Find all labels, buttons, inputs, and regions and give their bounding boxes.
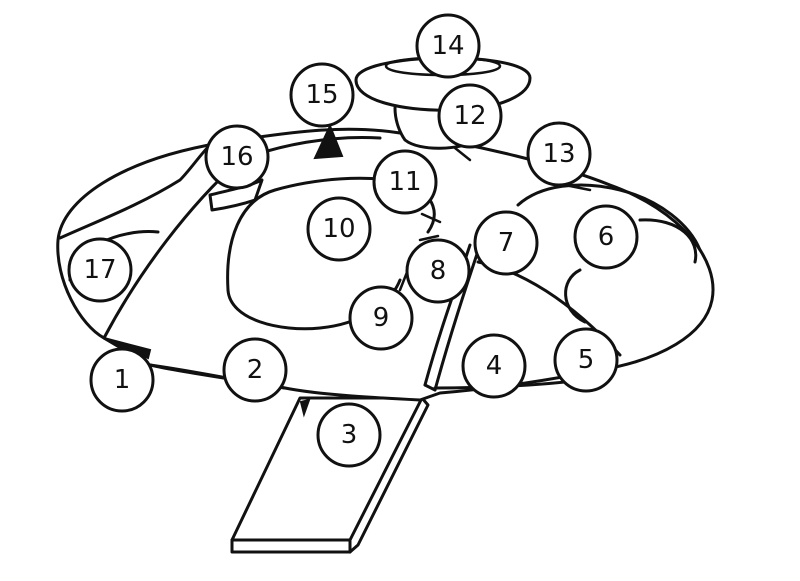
callout-12: 12 xyxy=(437,83,503,149)
callout-7: 7 xyxy=(473,210,539,276)
callout-label: 15 xyxy=(305,80,338,110)
callout-1: 1 xyxy=(89,347,155,413)
callout-label: 6 xyxy=(598,222,615,252)
callout-label: 4 xyxy=(486,351,503,381)
callout-label: 2 xyxy=(247,355,264,385)
callout-label: 1 xyxy=(114,365,131,395)
callout-5: 5 xyxy=(553,327,619,393)
callout-label: 13 xyxy=(542,139,575,169)
callout-label: 10 xyxy=(322,214,355,244)
callout-label: 16 xyxy=(220,142,253,172)
callout-16: 16 xyxy=(204,124,270,190)
antenna-fin xyxy=(313,123,344,160)
callout-label: 7 xyxy=(498,228,515,258)
callout-label: 9 xyxy=(373,303,390,333)
callouts: 1 2 3 4 5 6 7 8 xyxy=(67,13,639,468)
callout-3: 3 xyxy=(316,402,382,468)
callout-9: 9 xyxy=(348,285,414,351)
callout-label: 17 xyxy=(83,255,116,285)
callout-11: 11 xyxy=(372,149,438,215)
callout-label: 8 xyxy=(430,256,447,286)
callout-label: 5 xyxy=(578,345,595,375)
callout-2: 2 xyxy=(222,337,288,403)
callout-8: 8 xyxy=(405,238,471,304)
callout-10: 10 xyxy=(306,196,372,262)
callout-label: 14 xyxy=(431,31,464,61)
callout-13: 13 xyxy=(526,121,592,187)
callout-4: 4 xyxy=(461,333,527,399)
callout-14: 14 xyxy=(415,13,481,79)
callout-label: 12 xyxy=(453,101,486,131)
hull xyxy=(56,127,715,402)
callout-6: 6 xyxy=(573,204,639,270)
callout-label: 11 xyxy=(388,167,421,197)
callout-15: 15 xyxy=(289,62,355,128)
callout-17: 17 xyxy=(67,237,133,303)
callout-label: 3 xyxy=(341,420,358,450)
